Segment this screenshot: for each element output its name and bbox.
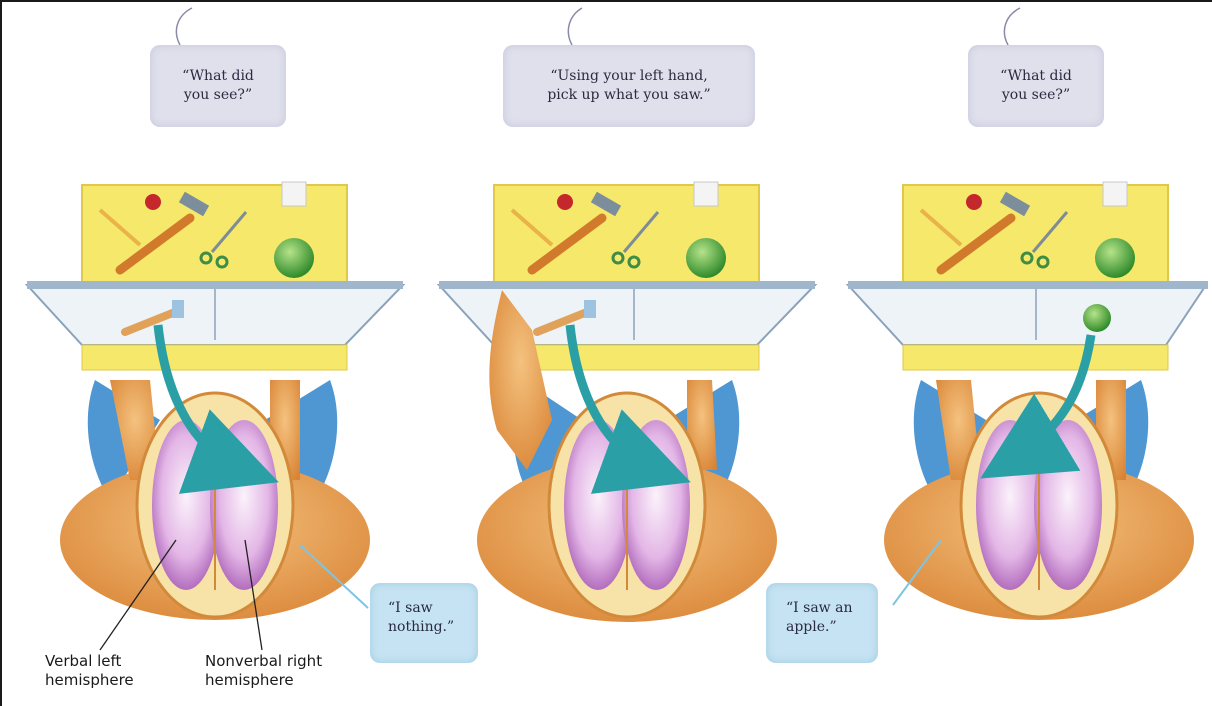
right-hemisphere-label: Nonverbal right hemisphere [205, 652, 322, 690]
prompt-bubble-1: “What did you see?” [150, 45, 286, 127]
panel-2-art [436, 181, 818, 622]
response-2-line-2: apple.” [786, 619, 837, 635]
response-2-line-1: “I saw an [786, 600, 853, 616]
left-border [0, 0, 2, 706]
tail-2 [567, 7, 583, 46]
prompt-3-line-1: “What did [1000, 68, 1072, 84]
green-apple-icon [1095, 238, 1135, 278]
pencil-icon [919, 208, 963, 247]
panel-1-art [24, 181, 406, 651]
top-border [0, 0, 1212, 2]
prompt-1-line-1: “What did [182, 68, 254, 84]
tail-3 [1003, 7, 1021, 46]
right-hemisphere-label-line-2: hemisphere [205, 671, 294, 689]
bubble-tails [175, 7, 1021, 46]
reaching-left-arm [489, 290, 552, 470]
pencil-icon [510, 208, 554, 247]
response-1-line-1: “I saw [388, 600, 433, 616]
scissors-icon [1020, 211, 1069, 269]
cup-icon [1102, 181, 1128, 207]
response-bubble-1: “I saw nothing.” [370, 583, 478, 663]
panel-3-art [845, 181, 1208, 620]
hammer-icon [936, 191, 1031, 275]
prompt-bubble-2: “Using your left hand, pick up what you … [503, 45, 755, 127]
right-hemisphere [210, 420, 278, 590]
screen-edge [27, 281, 403, 289]
pencil-icon [98, 208, 142, 247]
apple-icon [145, 194, 161, 210]
prompt-2-line-2: pick up what you saw.” [547, 87, 711, 103]
cup-icon [693, 181, 719, 207]
scissors-icon [611, 211, 660, 269]
green-apple-icon [686, 238, 726, 278]
left-hemisphere-label: Verbal left hemisphere [45, 652, 134, 690]
prompt-1-line-2: you see?” [183, 87, 253, 103]
apple-icon [966, 194, 982, 210]
prompt-3-line-2: you see?” [1001, 87, 1071, 103]
scissors-icon [199, 211, 248, 269]
hammer-icon [115, 191, 210, 275]
visual-pathway-arrow [153, 324, 279, 494]
prompt-bubble-3: “What did you see?” [968, 45, 1104, 127]
prompt-2-line-1: “Using your left hand, [550, 68, 708, 84]
green-apple-icon [274, 238, 314, 278]
response-1-line-2: nothing.” [388, 619, 455, 635]
apple-icon [557, 194, 573, 210]
hammer-icon [527, 191, 622, 275]
projected-apple [1083, 304, 1111, 332]
right-hemisphere-label-line-1: Nonverbal right [205, 652, 323, 670]
cup-icon [281, 181, 307, 207]
table-front [81, 344, 348, 371]
response-bubble-2: “I saw an apple.” [766, 583, 878, 663]
tail-1 [175, 7, 193, 46]
left-hemisphere-label-line-1: Verbal left [45, 652, 122, 670]
left-hemisphere-label-line-2: hemisphere [45, 671, 134, 689]
